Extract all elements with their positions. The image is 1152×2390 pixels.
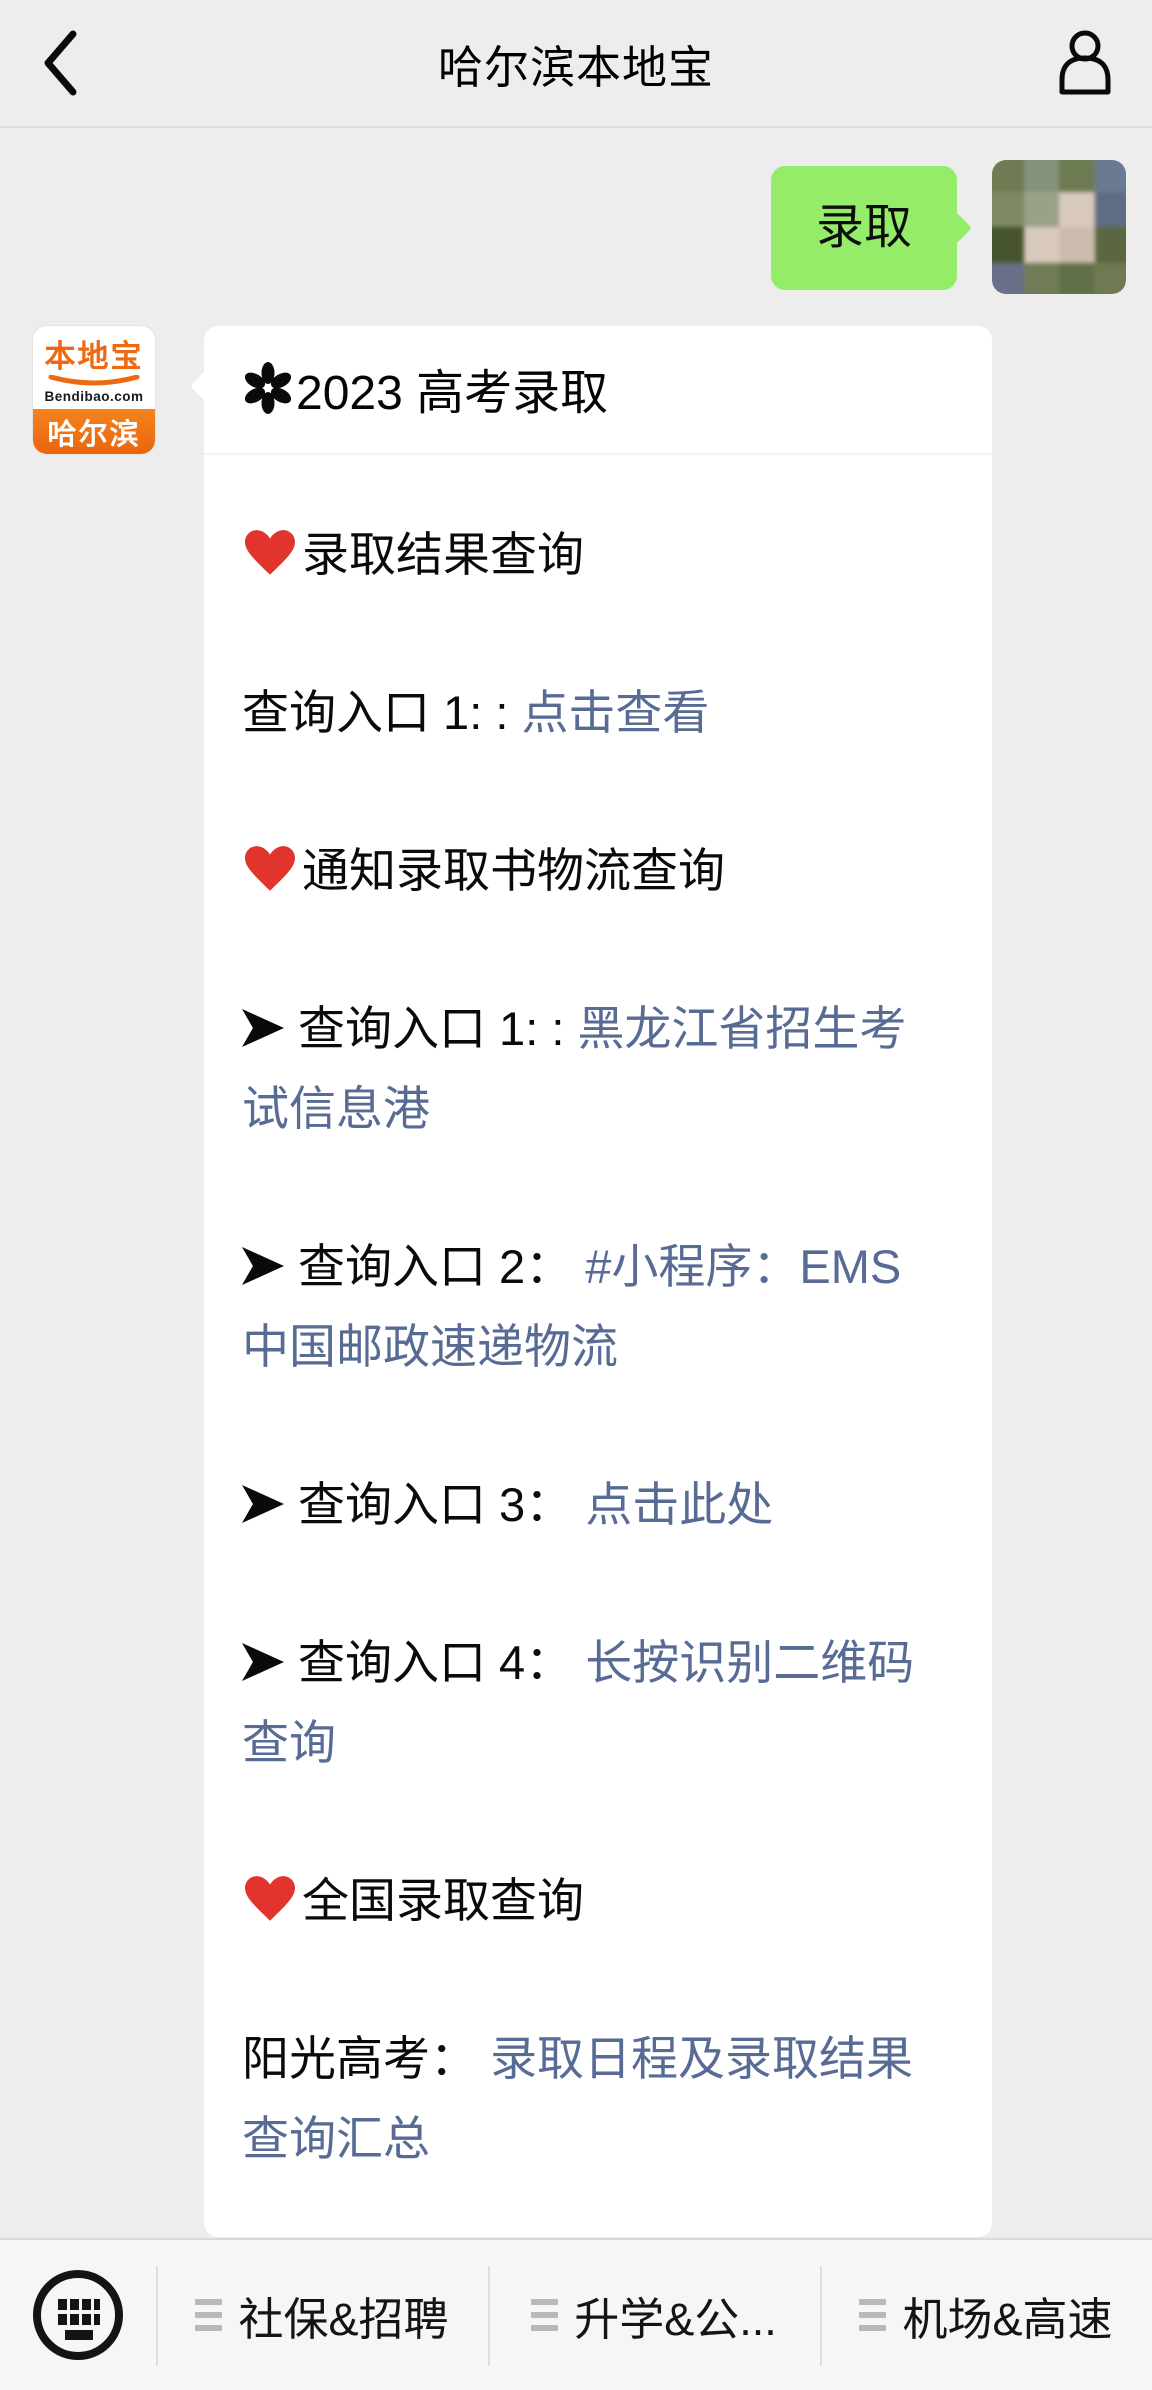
toolbar-menu-shebao[interactable]: 社保&招聘 (156, 2240, 488, 2390)
contact-person-icon[interactable] (1050, 25, 1120, 101)
toolbar-menu-label: 社保&招聘 (238, 2293, 449, 2345)
message-text: 查询入口 4： (298, 1636, 586, 1689)
message-link[interactable]: 点击此处 (585, 1478, 774, 1531)
message-paragraph: 阳光高考： 录取日程及录取结果查询汇总 (242, 2019, 952, 2179)
account-message-row: 本地宝 Bendibao.com 哈尔滨 (26, 326, 1126, 2237)
account-message-bubble: 2023 高考录取 录取结果查询查询入口 1: : 点击查看通知录取书物流查询查… (204, 326, 992, 2237)
message-link[interactable]: 录取日程及录取结果查询汇总 (242, 2032, 914, 2165)
heart-icon (245, 846, 295, 891)
message-text: 查询入口 1: : (298, 1002, 578, 1055)
arrow-bullet-icon (242, 1009, 284, 1047)
message-title-text: 2023 高考录取 (296, 367, 609, 420)
toolbar-menu-label: 升学&公... (574, 2293, 777, 2345)
user-avatar[interactable] (992, 160, 1126, 294)
brand-swoosh-icon (48, 374, 140, 386)
bottom-toolbar: 社保&招聘 升学&公... 机场&高速 (0, 2238, 1152, 2390)
message-text: 通知录取书物流查询 (302, 844, 725, 897)
message-paragraph: 查询入口 4： 长按识别二维码查询 (242, 1623, 952, 1783)
message-link[interactable]: #小程序：EMS 中国邮政速递物流 (242, 1240, 902, 1373)
user-avatar-mosaic (992, 160, 1126, 294)
user-message-bubble[interactable]: 录取 (770, 166, 957, 290)
account-avatar-top: 本地宝 Bendibao.com (33, 326, 155, 409)
toolbar-menu-jichang[interactable]: 机场&高速 (820, 2240, 1152, 2390)
back-icon[interactable] (30, 28, 90, 98)
user-message-row: 录取 (26, 160, 1126, 294)
message-paragraph: 通知录取书物流查询 (242, 831, 952, 911)
menu-lines-icon (531, 2299, 559, 2331)
message-paragraph: 录取结果查询 (242, 515, 952, 595)
page-title: 哈尔滨本地宝 (437, 41, 714, 93)
message-paragraph: 查询入口 3： 点击此处 (242, 1465, 952, 1545)
message-text: 查询入口 3： (298, 1478, 586, 1531)
arrow-bullet-icon (242, 1485, 284, 1523)
account-avatar[interactable]: 本地宝 Bendibao.com 哈尔滨 (33, 326, 155, 454)
heart-icon (245, 530, 295, 575)
account-brand-text: 本地宝 (44, 339, 144, 375)
message-text: 阳光高考： (242, 2032, 491, 2085)
arrow-bullet-icon (242, 1247, 284, 1285)
message-paragraph: 全国录取查询 (242, 1861, 952, 1941)
message-link[interactable]: 黑龙江省招生考试信息港 (242, 1002, 907, 1135)
account-city-band: 哈尔滨 (33, 409, 155, 454)
arrow-bullet-icon (242, 1643, 284, 1681)
heart-icon (245, 1876, 295, 1921)
message-title: 2023 高考录取 (204, 326, 992, 455)
message-text: 查询入口 1: : (242, 686, 522, 739)
chat-area: 录取 本地宝 Bendibao.com 哈尔滨 (0, 160, 1152, 2237)
menu-lines-icon (859, 2299, 887, 2331)
account-domain-text: Bendibao.com (44, 388, 144, 404)
message-text: 查询入口 2： (298, 1240, 586, 1293)
message-text: 全国录取查询 (302, 1874, 584, 1927)
toolbar-menu-shengxue[interactable]: 升学&公... (488, 2240, 820, 2390)
message-paragraph: 查询入口 2： #小程序：EMS 中国邮政速递物流 (242, 1227, 952, 1387)
toolbar-menu-label: 机场&高速 (902, 2293, 1113, 2345)
message-body: 录取结果查询查询入口 1: : 点击查看通知录取书物流查询查询入口 1: : 黑… (204, 455, 992, 2237)
nav-header: 哈尔滨本地宝 (0, 0, 1152, 128)
message-text: 录取结果查询 (302, 528, 584, 581)
keyboard-icon[interactable] (0, 2240, 156, 2390)
message-link[interactable]: 长按识别二维码查询 (242, 1636, 915, 1769)
message-link[interactable]: 点击查看 (521, 686, 710, 739)
florette-icon (242, 362, 294, 414)
message-paragraph: 查询入口 1: : 点击查看 (242, 673, 952, 753)
message-paragraph: 查询入口 1: : 黑龙江省招生考试信息港 (242, 989, 952, 1149)
menu-lines-icon (195, 2299, 223, 2331)
